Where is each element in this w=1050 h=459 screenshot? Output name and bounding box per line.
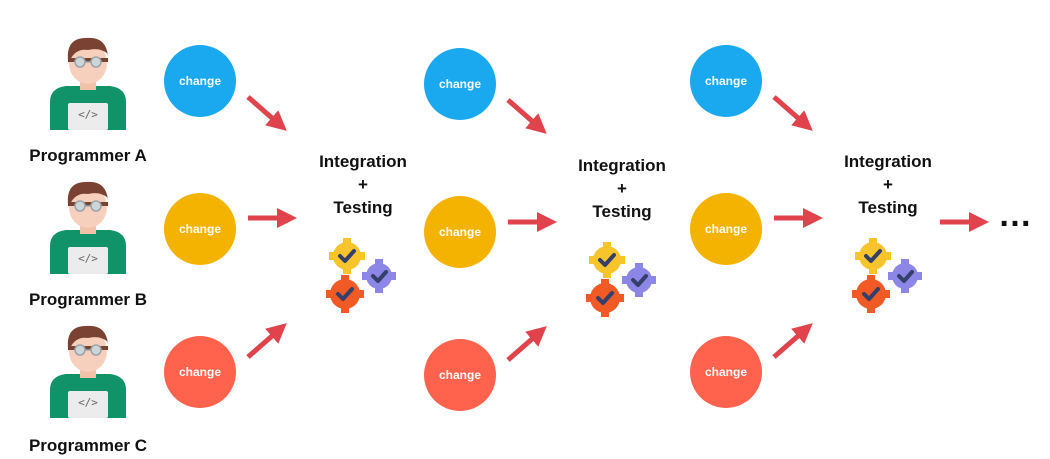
programmer-a-label: Programmer A (29, 146, 147, 165)
programmer-b-label: Programmer B (28, 290, 148, 309)
programmer-avatar-icon (50, 37, 126, 130)
programmer-avatar-icon (50, 181, 126, 274)
shirt-code-glyph: </> (78, 108, 98, 121)
arrow-up-right (506, 326, 547, 362)
gears-check-icon (586, 242, 656, 317)
change-bubble: change (164, 45, 236, 117)
stage-title-line: Testing (858, 198, 918, 217)
stage-title-line: + (883, 175, 893, 194)
continuation-ellipsis: … (998, 196, 1036, 234)
programmer-c: </> (48, 318, 128, 418)
change-bubble: change (424, 196, 496, 268)
gears-check-icon (326, 238, 396, 313)
change-bubble: change (690, 45, 762, 117)
stage-title-line: Integration (319, 152, 407, 171)
change-bubble: change (164, 336, 236, 408)
stage-title-line: Testing (333, 198, 393, 217)
gears-check-icon (852, 238, 922, 313)
stage-title: Integration + Testing (283, 150, 443, 219)
stage-title-line: Testing (592, 202, 652, 221)
shirt-code-glyph: </> (78, 252, 98, 265)
programmer-avatar-icon (50, 325, 126, 418)
stage-title-line: Integration (844, 152, 932, 171)
stage-title: Integration + Testing (542, 154, 702, 223)
change-bubble: change (424, 48, 496, 120)
arrow-up-right (772, 323, 813, 359)
change-bubble: change (690, 336, 762, 408)
programmer-b: </> (48, 174, 128, 274)
stage-title: Integration + Testing (808, 150, 968, 219)
programmer-a: </> (48, 30, 128, 130)
shirt-code-glyph: </> (78, 396, 98, 409)
stage-title-line: + (358, 175, 368, 194)
arrow-down-right (246, 95, 287, 131)
change-bubble: change (424, 339, 496, 411)
arrow-up-right (246, 323, 287, 359)
change-bubble: change (164, 193, 236, 265)
stage-title-line: + (617, 179, 627, 198)
arrow-down-right (772, 95, 813, 131)
programmer-c-label: Programmer C (28, 436, 148, 455)
change-bubble: change (690, 193, 762, 265)
stage-title-line: Integration (578, 156, 666, 175)
arrow-down-right (506, 98, 547, 134)
